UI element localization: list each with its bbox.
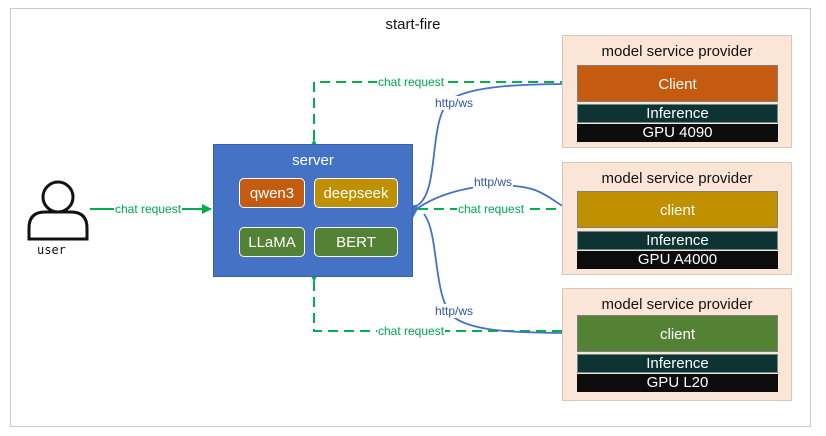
provider-3: model service provider client Inference … [562, 288, 792, 401]
diagram-frame [10, 8, 811, 427]
gpu-box: GPU A4000 [577, 251, 778, 269]
label-chat-user: chat request [114, 202, 183, 216]
server-box: server qwen3 deepseek LLaMA BERT [213, 144, 413, 277]
client-box: client [577, 315, 778, 352]
inference-box: Inference [577, 354, 778, 373]
client-box: Client [577, 65, 778, 102]
label-chat-provider-3: chat request [377, 324, 446, 338]
provider-title: model service provider [601, 170, 753, 187]
label-http-provider-2: http/ws [473, 175, 514, 189]
provider-title: model service provider [601, 296, 753, 313]
edge-http-provider-3 [423, 213, 575, 339]
model-llama: LLaMA [239, 227, 305, 257]
edge-chat-provider-1 [309, 77, 575, 149]
model-qwen3: qwen3 [239, 178, 305, 208]
label-chat-provider-2: chat request [457, 202, 526, 216]
server-label: server [292, 152, 334, 169]
label-http-provider-3: http/ws [434, 304, 475, 318]
provider-2: model service provider client Inference … [562, 162, 792, 275]
model-deepseek: deepseek [314, 178, 398, 208]
inference-box: Inference [577, 104, 778, 123]
provider-1: model service provider Client Inference … [562, 35, 792, 148]
user-label: user [37, 243, 66, 257]
edge-chat-provider-3 [309, 272, 575, 336]
edge-http-provider-2 [405, 184, 575, 220]
model-bert: BERT [314, 227, 398, 257]
label-http-provider-1: http/ws [434, 96, 475, 110]
provider-title: model service provider [601, 43, 753, 60]
label-chat-provider-1: chat request [377, 75, 446, 89]
inference-box: Inference [577, 231, 778, 250]
client-box: client [577, 191, 778, 228]
gpu-box: GPU 4090 [577, 124, 778, 142]
user-icon [27, 180, 89, 241]
diagram-title: start-fire [385, 16, 441, 33]
gpu-box: GPU L20 [577, 374, 778, 392]
